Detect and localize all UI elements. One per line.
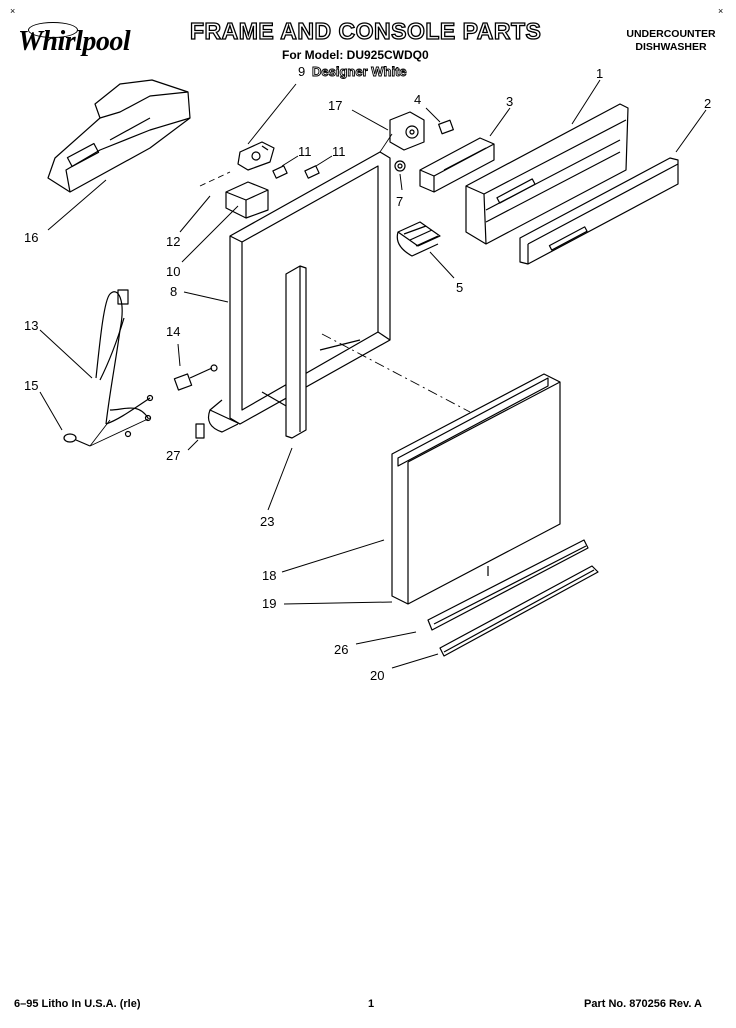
part-17-control-switch [389, 111, 425, 151]
callout-17: 17 [328, 98, 342, 113]
corner-mark-right: × [718, 6, 724, 16]
part-23-trim-strip [285, 265, 307, 439]
part-8-door-frame [207, 151, 391, 433]
part-14-switch [173, 364, 218, 391]
callout-11-b: 11 [332, 144, 346, 159]
callout-23: 23 [260, 514, 274, 529]
callout-15: 15 [24, 378, 38, 393]
callout-8: 8 [170, 284, 177, 299]
callout-11-a: 11 [298, 144, 312, 159]
part-15-screw [63, 433, 91, 447]
whirlpool-logo-oval [28, 22, 78, 38]
corner-mark-left: × [10, 6, 16, 16]
product-type-line1: UNDERCOUNTER [626, 28, 716, 40]
callout-14: 14 [166, 324, 180, 339]
part-1-console-panel [465, 103, 629, 245]
callout-3: 3 [506, 94, 513, 109]
callout-19: 19 [262, 596, 276, 611]
variant-name: Designer White [312, 64, 408, 80]
part-11-clip-b [304, 165, 320, 179]
footer-page-number: 1 [368, 998, 375, 1010]
assembly-lines [89, 133, 471, 447]
part-27-clip [195, 423, 205, 439]
part-9-bracket [237, 141, 275, 171]
brand-logo: Whirlpool [18, 26, 131, 57]
leader-lines [39, 79, 707, 669]
callout-27: 27 [166, 448, 180, 463]
footer-litho: 6–95 Litho In U.S.A. (rle) [14, 998, 141, 1010]
part-10-block [225, 181, 269, 219]
part-3-control-module [419, 137, 495, 193]
callout-4: 4 [414, 92, 421, 107]
part-26-lower-trim [427, 539, 589, 631]
product-type: UNDERCOUNTER DISHWASHER [616, 28, 726, 54]
part-2-console-trim [519, 157, 679, 265]
callout-7: 7 [396, 194, 403, 209]
callout-labels: 1 2 3 4 5 7 8 10 11 11 12 13 14 15 16 17… [24, 66, 711, 683]
variant-number: 9 [298, 64, 306, 79]
part-7-knob [394, 160, 406, 172]
product-type-line2: DISHWASHER [635, 41, 707, 53]
footer-part-number: Part No. 870256 Rev. A [584, 998, 703, 1010]
callout-13: 13 [24, 318, 38, 333]
part-11-clip-a [272, 165, 288, 179]
part-13-wire-harness [95, 289, 154, 438]
page-title: FRAME AND CONSOLE PARTS [189, 17, 542, 44]
callout-26: 26 [334, 642, 348, 657]
part-16-vent-cover [47, 79, 191, 193]
part-20-toe-panel [439, 565, 599, 657]
callout-18: 18 [262, 568, 276, 583]
callout-16: 16 [24, 230, 38, 245]
callout-10: 10 [166, 264, 180, 279]
model-line: For Model: DU925CWDQ0 [282, 48, 429, 62]
callout-12: 12 [166, 234, 180, 249]
callout-5: 5 [456, 280, 463, 295]
part-4-knob [438, 119, 454, 135]
callout-2: 2 [704, 96, 711, 111]
callout-20: 20 [370, 668, 384, 683]
part-18-door-panel [391, 373, 561, 605]
callout-1: 1 [596, 66, 603, 81]
part-5-bumper [396, 221, 441, 257]
